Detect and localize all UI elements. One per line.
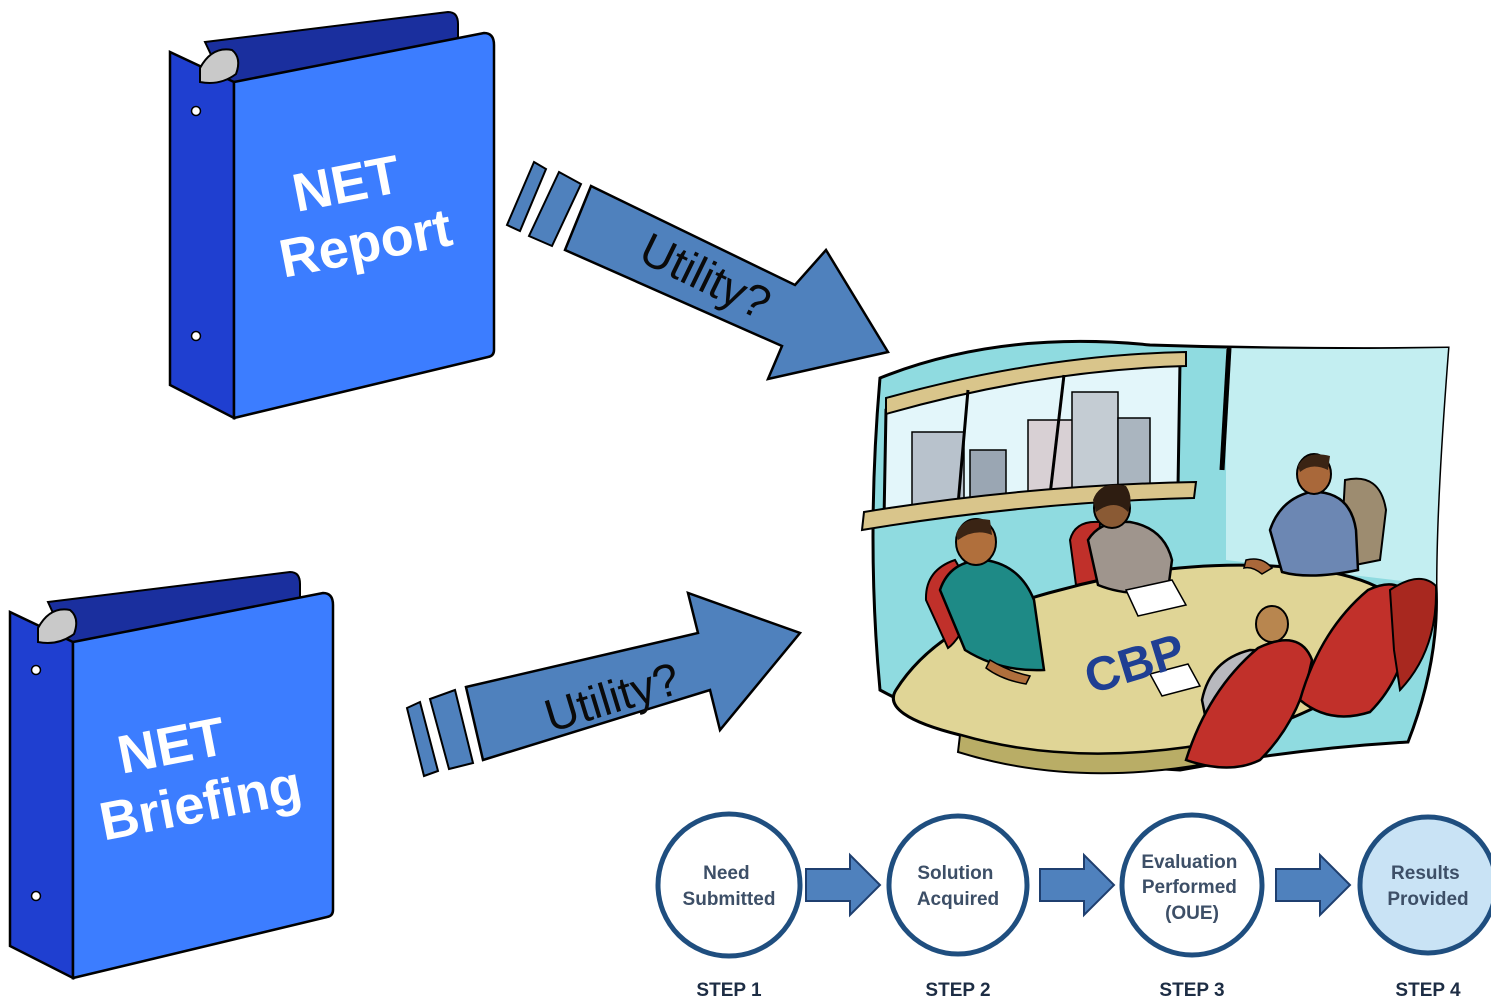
step-2-text-line1: Solution [917, 863, 993, 884]
process-step-4: Results Provided STEP 4 [1357, 814, 1491, 1000]
step-2-label: STEP 2 [925, 980, 990, 1000]
flow-arrow-2 [1039, 852, 1116, 918]
step-3-label: STEP 3 [1159, 980, 1224, 1000]
step-1-text-line2: Submitted [683, 889, 776, 910]
svg-text:NET Report: NET Report [263, 137, 457, 290]
arrow-briefing-to-cbp: Utility? [405, 591, 803, 778]
flow-arrow-1 [805, 852, 882, 918]
binder-net-report: NET Report [168, 10, 496, 421]
svg-text:Need Submitted: Need Submitted [683, 863, 776, 910]
svg-text:Evaluation Performed: Evaluation Performed (OUE) [1141, 852, 1242, 924]
step-3-text-line1: Evaluation [1141, 852, 1237, 873]
step-2-text-line2: Acquired [917, 889, 999, 910]
svg-text:Results Provided: Results Provided [1387, 863, 1468, 910]
step-3-text-line2: Performed [1142, 877, 1237, 898]
svg-text:Solution Acquired: Solution Acquired [917, 863, 999, 910]
arrow-report-to-cbp: Utility? [505, 160, 890, 381]
meeting-clipart: CBP [860, 339, 1450, 775]
binder-net-briefing: NET Briefing [8, 570, 335, 981]
step-3-text-line3: (OUE) [1165, 903, 1219, 924]
process-step-3: Evaluation Performed (OUE) STEP 3 [1119, 812, 1265, 1000]
process-step-1: Need Submitted STEP 1 [655, 811, 803, 1000]
step-1-label: STEP 1 [696, 980, 762, 1000]
flow-arrow-3 [1275, 852, 1352, 918]
process-flow: Need Submitted STEP 1 Solution Acquired … [655, 811, 1491, 1000]
step-4-text-line2: Provided [1387, 889, 1468, 910]
step-4-text-line1: Results [1391, 863, 1460, 884]
step-1-text-line1: Need [703, 863, 749, 884]
process-step-2: Solution Acquired STEP 2 [886, 813, 1030, 1000]
step-4-label: STEP 4 [1395, 980, 1461, 1000]
